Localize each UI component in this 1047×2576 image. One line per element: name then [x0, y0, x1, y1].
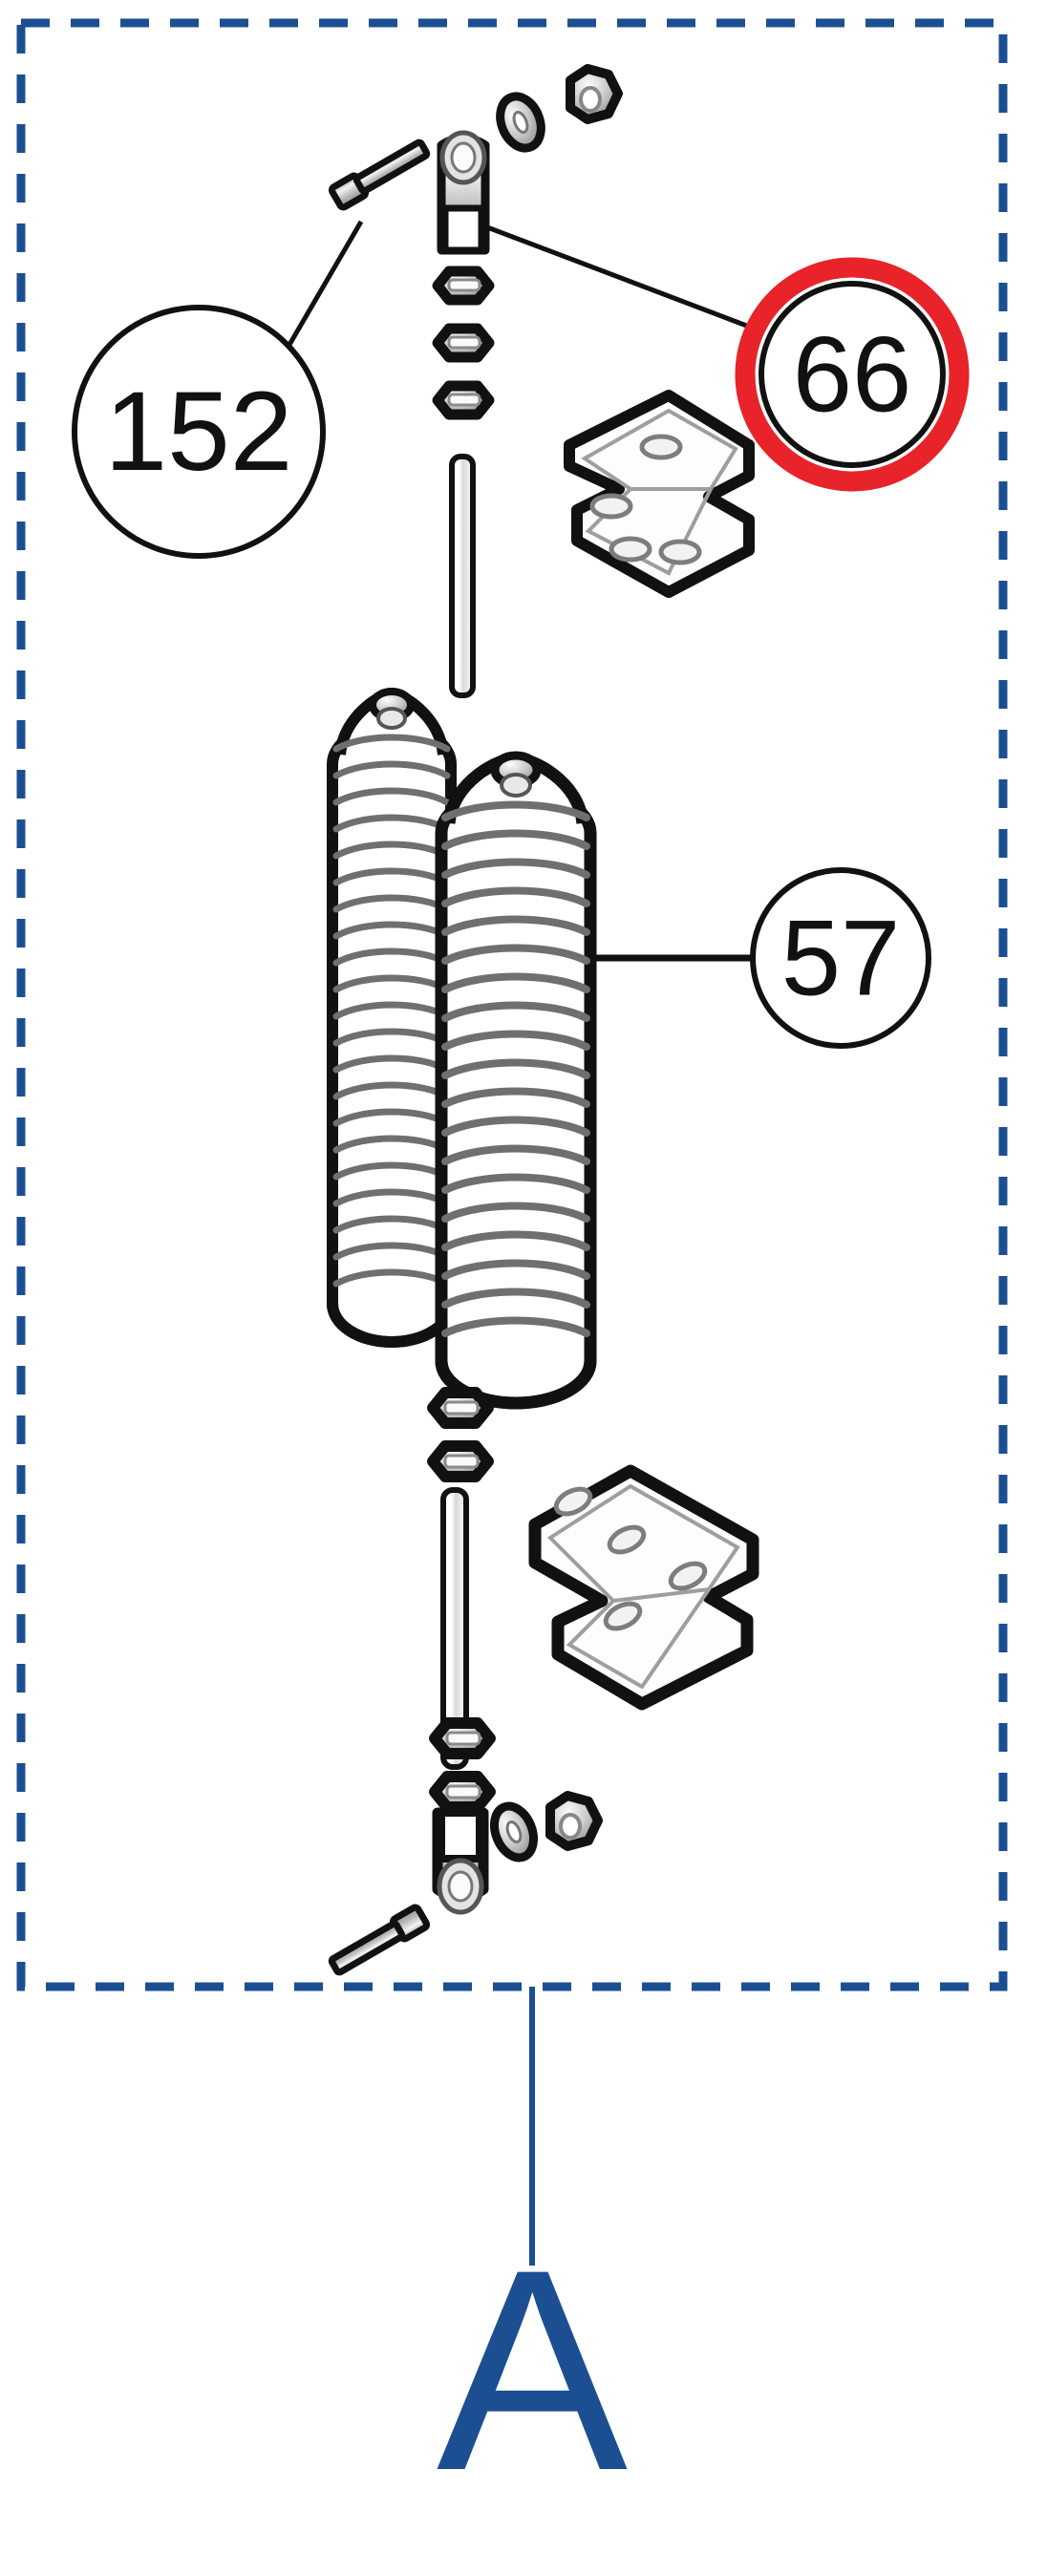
dashed-group-box: [16, 18, 1008, 1991]
lower-nut-stack-part: [427, 1387, 494, 1482]
lower-shaft-part: [440, 1487, 469, 1770]
upper-shaft-part: [449, 454, 476, 698]
lock-nut-stack-part: [432, 266, 495, 420]
bottom-nut-part: [545, 1791, 603, 1851]
callout-152-label: 152: [105, 369, 293, 495]
top-washer-part: [496, 92, 545, 153]
callout-152[interactable]: 152: [72, 305, 326, 559]
top-bolt-part: [328, 138, 431, 211]
group-label-A: A: [437, 2209, 630, 2530]
callout-66-highlight-ring: [735, 257, 970, 492]
bottom-nut-pair-part: [429, 1717, 496, 1813]
callout-57[interactable]: 57: [750, 867, 931, 1049]
bottom-rod-end-part: [432, 1807, 489, 1915]
top-nut-part: [566, 64, 623, 124]
upper-mount-bracket-part: [564, 390, 755, 598]
coil-spring-front-part: [435, 751, 597, 1410]
callout-57-label: 57: [781, 899, 901, 1018]
bottom-bolt-part: [328, 1904, 431, 1976]
top-rod-end-part: [437, 130, 490, 255]
coil-spring-rear-part: [327, 688, 457, 1348]
leader-line-66: [481, 223, 765, 335]
callout-66-ring: [759, 281, 946, 468]
callout-66-label: 66: [793, 315, 912, 435]
callout-152-ring: [72, 305, 326, 559]
lower-mount-bracket-part: [528, 1464, 759, 1711]
callout-66[interactable]: 66: [735, 257, 970, 492]
bottom-washer-part: [489, 1801, 539, 1863]
leader-line-152: [284, 220, 364, 351]
callout-57-ring: [750, 867, 931, 1049]
